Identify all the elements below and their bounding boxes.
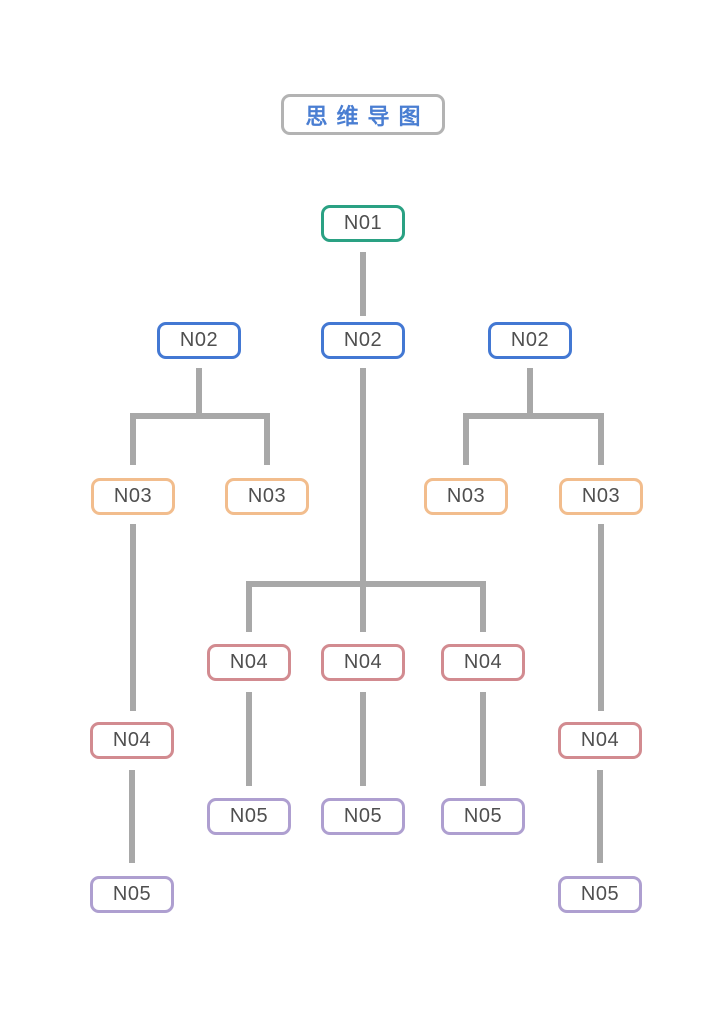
connector-n03-1-to-n04l — [130, 524, 136, 711]
connector-n04-m2-to-n05-m2 — [360, 692, 366, 786]
node-n04-mid2[interactable]: N04 — [321, 644, 405, 681]
node-n04-right[interactable]: N04 — [558, 722, 642, 759]
connector-drop-n03-1 — [130, 413, 136, 465]
connector-drop-n03-2 — [264, 413, 270, 465]
connector-n04-m3-to-n05-m3 — [480, 692, 486, 786]
connector-drop-n04-m1 — [246, 581, 252, 632]
node-n05-right[interactable]: N05 — [558, 876, 642, 913]
node-n03-3[interactable]: N03 — [424, 478, 508, 515]
connector-drop-n03-4 — [598, 413, 604, 465]
node-n05-mid3[interactable]: N05 — [441, 798, 525, 835]
connector-n02r-stub — [527, 368, 533, 419]
connector-drop-n04-m3 — [480, 581, 486, 632]
node-n05-left[interactable]: N05 — [90, 876, 174, 913]
node-n04-mid3[interactable]: N04 — [441, 644, 525, 681]
connector-n02l-bar — [130, 413, 270, 419]
node-n04-left[interactable]: N04 — [90, 722, 174, 759]
mindmap-title: 思维导图 — [281, 94, 445, 135]
node-n04-mid1[interactable]: N04 — [207, 644, 291, 681]
connector-n02c-bar — [246, 581, 486, 587]
connector-n02r-bar — [463, 413, 604, 419]
connector-n03-4-to-n04r — [598, 524, 604, 711]
node-n05-mid1[interactable]: N05 — [207, 798, 291, 835]
mindmap-title-text: 思维导图 — [305, 103, 430, 129]
connector-n02l-stub — [196, 368, 202, 419]
connector-n02c-trunk — [360, 368, 366, 632]
node-n02-left[interactable]: N02 — [157, 322, 241, 359]
node-n03-2[interactable]: N03 — [225, 478, 309, 515]
node-n03-4[interactable]: N03 — [559, 478, 643, 515]
connector-n04r-to-n05r — [597, 770, 603, 863]
node-n03-1[interactable]: N03 — [91, 478, 175, 515]
node-n01-root[interactable]: N01 — [321, 205, 405, 242]
connector-n04-m1-to-n05-m1 — [246, 692, 252, 786]
node-n02-right[interactable]: N02 — [488, 322, 572, 359]
node-n05-mid2[interactable]: N05 — [321, 798, 405, 835]
connector-n04l-to-n05l — [129, 770, 135, 863]
connector-n01-to-n02c — [360, 252, 366, 316]
connector-drop-n03-3 — [463, 413, 469, 465]
node-n02-center[interactable]: N02 — [321, 322, 405, 359]
